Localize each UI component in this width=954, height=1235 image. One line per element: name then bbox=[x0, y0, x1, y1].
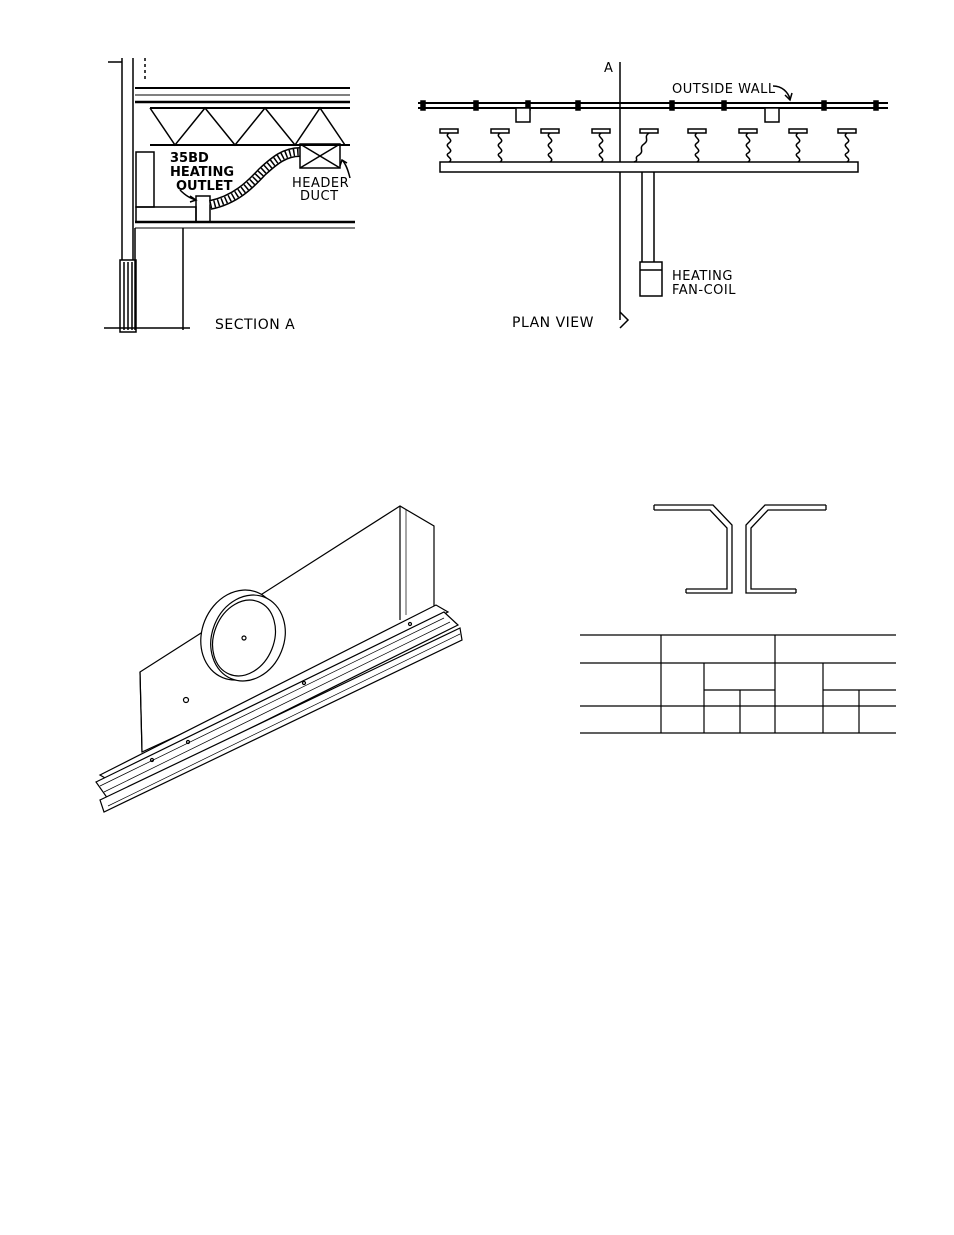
section-marker-a: A bbox=[604, 61, 613, 76]
data-table-grid bbox=[580, 634, 896, 734]
outside-wall-label: OUTSIDE WALL bbox=[672, 82, 776, 97]
plan-view-drawing bbox=[418, 62, 888, 329]
slot-profile-drawing bbox=[653, 504, 827, 594]
outlet-isometric-drawing bbox=[95, 505, 463, 813]
header-label-line1: HEADER bbox=[292, 176, 349, 191]
section-a-drawing bbox=[104, 58, 355, 333]
fan-coil-label-line2: FAN-COIL bbox=[672, 283, 736, 298]
outlet-label-line2: HEATING bbox=[170, 165, 234, 180]
plan-view-title: PLAN VIEW bbox=[512, 315, 594, 331]
outlet-label-line1: 35BD bbox=[170, 151, 209, 166]
outlet-label-line3: OUTLET bbox=[176, 179, 233, 194]
fan-coil-label-line1: HEATING bbox=[672, 269, 733, 284]
section-a-title: SECTION A bbox=[215, 317, 295, 333]
header-label-line2: DUCT bbox=[300, 189, 339, 204]
